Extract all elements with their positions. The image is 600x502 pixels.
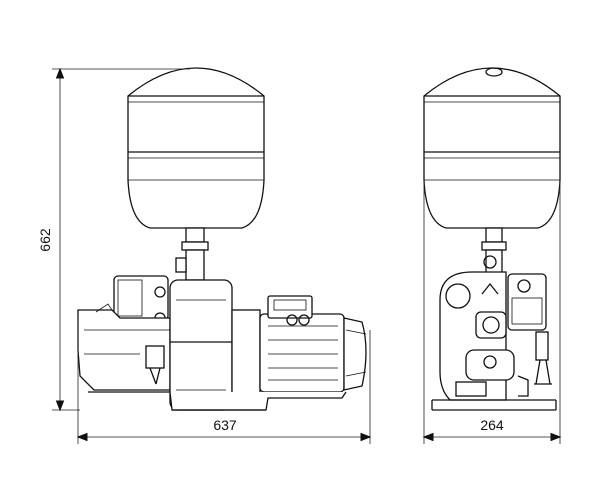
front-view [423, 67, 561, 411]
width-dimension-label: 264 [480, 417, 504, 433]
side-pump-body [77, 303, 171, 391]
height-dimension-label: 662 [37, 228, 53, 252]
side-base [88, 391, 347, 411]
dimension-length [76, 318, 372, 444]
side-connector [175, 227, 209, 281]
front-pump-body [439, 271, 529, 401]
side-tank [127, 67, 265, 229]
side-motor [259, 295, 367, 393]
dimension-width [422, 180, 562, 444]
front-control-box [507, 273, 552, 385]
front-base [431, 399, 557, 411]
front-connector [481, 227, 507, 275]
side-view [77, 67, 367, 411]
side-housing [169, 279, 261, 411]
front-tank [423, 67, 561, 229]
side-control-box [113, 275, 169, 324]
length-dimension-label: 637 [213, 417, 237, 433]
dimension-height [52, 67, 190, 412]
